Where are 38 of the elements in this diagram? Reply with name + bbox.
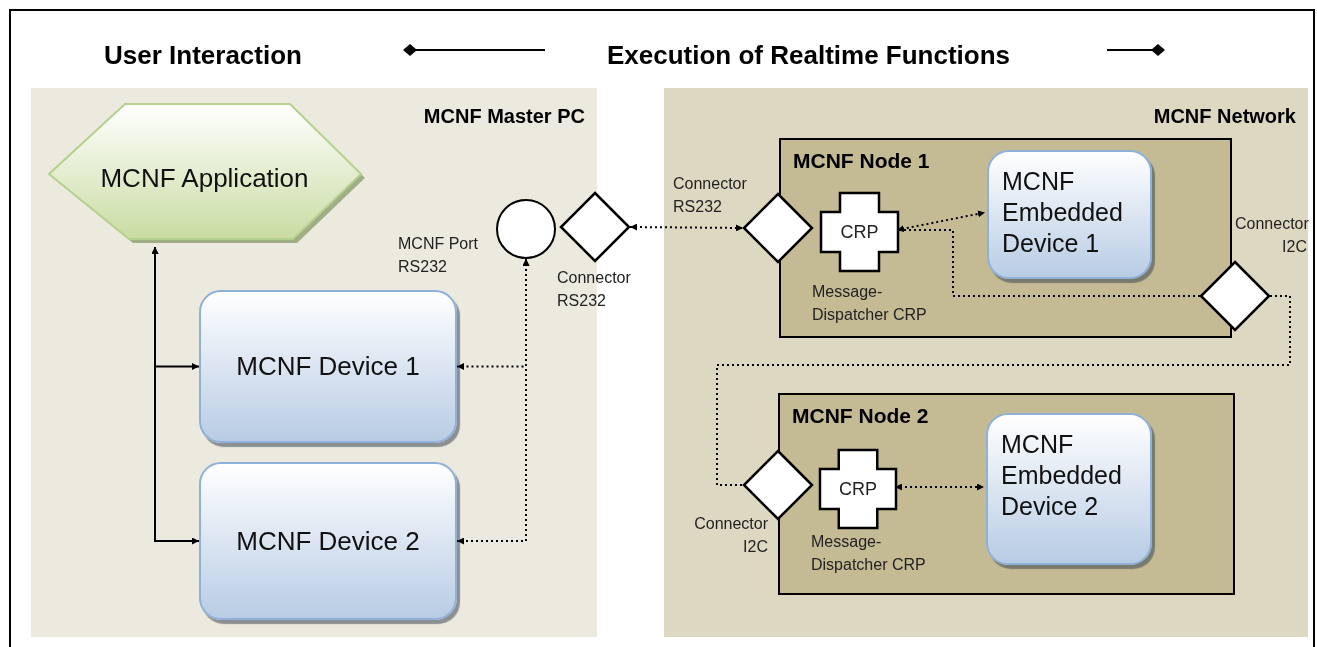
connector-diamond — [1200, 261, 1270, 331]
node-caption: Message- Dispatcher CRP — [812, 282, 928, 325]
node-caption: Connector RS232 — [673, 174, 748, 217]
process-box — [199, 290, 457, 443]
process-box — [199, 462, 457, 620]
dotted-arrow — [629, 223, 744, 232]
node-caption: Connector I2C — [693, 514, 768, 557]
process-box — [987, 150, 1152, 279]
container-title: MCNF Node 1 — [793, 148, 930, 174]
container-title: MCNF Node 2 — [792, 403, 929, 429]
shape-label: MCNF Application — [99, 162, 310, 195]
node-caption: MCNF Port RS232 — [398, 234, 479, 277]
box-label: MCNF Device 1 — [236, 350, 420, 383]
section-heading: User Interaction — [104, 39, 302, 72]
node-caption: Message- Dispatcher CRP — [811, 532, 927, 575]
shape-label: CRP — [838, 478, 878, 501]
connector-diamond — [743, 193, 813, 263]
panel-title: MCNF Network — [1153, 104, 1296, 129]
dotted-arrow — [456, 258, 530, 545]
dotted-arrow — [894, 483, 985, 491]
arrow — [151, 246, 200, 545]
shape-label: CRP — [839, 221, 880, 244]
node-container — [778, 393, 1235, 595]
process-box — [986, 413, 1152, 565]
connector-diamond — [560, 192, 630, 262]
panel-title: MCNF Master PC — [423, 104, 585, 129]
node-container — [779, 138, 1232, 338]
section-heading: Execution of Realtime Functions — [607, 39, 1011, 72]
node-caption: Connector RS232 — [557, 268, 632, 311]
port-circle — [496, 199, 556, 259]
box-label: MCNF Embedded Device 1 — [1002, 166, 1124, 259]
box-label: MCNF Embedded Device 2 — [1001, 429, 1123, 522]
crp-cross — [819, 449, 897, 529]
group-panel — [664, 88, 1308, 637]
crp-cross — [820, 192, 899, 272]
node-caption: Connector I2C — [1235, 214, 1307, 257]
dotted-arrow — [896, 210, 986, 233]
box-label: MCNF Device 2 — [236, 524, 420, 558]
